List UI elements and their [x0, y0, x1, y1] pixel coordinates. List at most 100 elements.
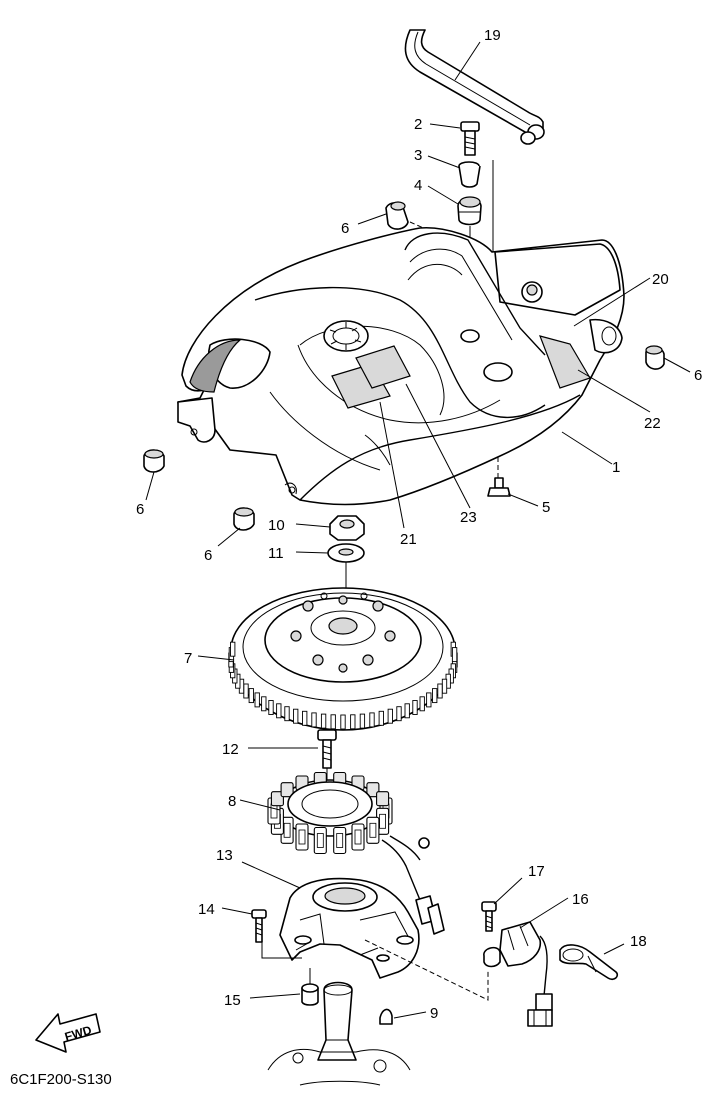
part-17-bolt — [481, 901, 497, 932]
part-22-label-plate — [539, 335, 591, 389]
callout-6: 6 — [136, 501, 144, 518]
part-7-flywheel — [228, 587, 458, 731]
stator-pole — [366, 782, 380, 798]
gear-tooth — [441, 678, 448, 694]
part-6-grommet — [385, 201, 409, 230]
gear-tooth — [330, 714, 336, 730]
part-6-grommet — [143, 449, 165, 473]
callout-1: 1 — [612, 459, 620, 476]
callout-6: 6 — [204, 547, 212, 564]
callout-13: 13 — [216, 847, 233, 864]
callout-17: 17 — [528, 863, 545, 880]
stator-pole — [366, 816, 380, 844]
stator-winding — [379, 813, 387, 829]
part-13-stator-base — [279, 877, 420, 979]
stator-winding — [298, 829, 306, 845]
diagram-code: 6C1F200-S130 — [10, 1071, 112, 1088]
part-14-bolt — [251, 909, 267, 943]
gear-tooth — [268, 700, 274, 715]
stator-pole — [351, 823, 365, 851]
gear-tooth — [359, 713, 366, 729]
gear-tooth — [320, 713, 327, 729]
callout-22: 22 — [644, 415, 661, 432]
callout-9: 9 — [430, 1005, 438, 1022]
stator-winding — [316, 833, 324, 848]
part-10-nut — [329, 515, 365, 541]
gear-tooth — [396, 706, 402, 722]
gear-tooth — [378, 710, 384, 726]
gear-tooth — [276, 703, 282, 719]
stator-pole — [280, 782, 294, 798]
stator-pole — [295, 823, 309, 851]
gear-tooth — [350, 714, 356, 730]
gear-tooth — [230, 641, 236, 657]
gear-tooth — [404, 703, 410, 719]
callout-10: 10 — [268, 517, 285, 534]
gear-tooth — [302, 710, 308, 726]
callout-23: 23 — [460, 509, 477, 526]
stator-winding — [369, 822, 377, 838]
callout-21: 21 — [400, 531, 417, 548]
part-5-bolt — [487, 477, 511, 497]
part-4-grommet — [457, 196, 482, 226]
gear-tooth — [254, 692, 260, 708]
callout-8: 8 — [228, 793, 236, 810]
part-23-label-plate — [355, 345, 411, 389]
part-11-washer — [327, 543, 365, 563]
stator-winding — [354, 829, 362, 845]
crankshaft-stub — [267, 981, 411, 1086]
callout-14: 14 — [198, 901, 215, 918]
part-16-ignition-unit — [483, 921, 553, 1027]
part-19-hose — [404, 29, 545, 145]
part-12-bolt — [317, 729, 337, 769]
callouts: 19 2 3 4 6 20 6 22 1 5 6 6 10 11 23 21 7… — [136, 27, 702, 1022]
callout-5: 5 — [542, 499, 550, 516]
gear-tooth — [261, 696, 267, 712]
part-15-dowel — [301, 983, 319, 1006]
leader-lines — [145, 41, 691, 1019]
callout-3: 3 — [414, 147, 422, 164]
gear-tooth — [369, 712, 375, 728]
stator-pole — [270, 791, 284, 807]
part-6-grommet — [645, 345, 665, 370]
stator-pole — [376, 791, 390, 807]
callout-15: 15 — [224, 992, 241, 1009]
callout-19: 19 — [484, 27, 501, 44]
gear-tooth — [426, 692, 432, 708]
part-18-cable-clamp — [559, 944, 619, 981]
gear-tooth — [311, 712, 317, 728]
gear-tooth — [243, 683, 249, 699]
stator-winding — [336, 833, 344, 848]
gear-tooth — [387, 708, 393, 724]
gear-tooth — [248, 688, 254, 704]
part-3-collar — [458, 161, 481, 188]
gear-tooth — [432, 688, 438, 704]
callout-7: 7 — [184, 650, 192, 667]
callout-12: 12 — [222, 741, 239, 758]
stator-pole — [333, 826, 347, 855]
fwd-arrow-icon: FWD — [35, 1013, 101, 1053]
callout-6: 6 — [341, 220, 349, 237]
callout-11: 11 — [268, 545, 284, 562]
part-9-woodruff-key — [379, 1008, 393, 1025]
gear-tooth — [284, 706, 290, 722]
callout-6: 6 — [694, 367, 702, 384]
gear-tooth — [437, 683, 443, 699]
gear-tooth — [340, 714, 346, 730]
stator-pole — [313, 826, 327, 855]
gear-tooth — [419, 696, 425, 712]
callout-18: 18 — [630, 933, 647, 950]
callout-16: 16 — [572, 891, 589, 908]
part-6-grommet — [233, 507, 255, 531]
callout-20: 20 — [652, 271, 669, 288]
part-1-flywheel-cover — [177, 227, 625, 506]
callout-2: 2 — [414, 116, 422, 133]
stator-winding — [283, 822, 291, 838]
gear-tooth — [451, 647, 458, 663]
part-8-stator — [267, 771, 445, 935]
gear-tooth — [293, 708, 299, 724]
callout-4: 4 — [414, 177, 422, 194]
gear-tooth — [412, 700, 418, 715]
part-2-bolt — [460, 121, 480, 156]
